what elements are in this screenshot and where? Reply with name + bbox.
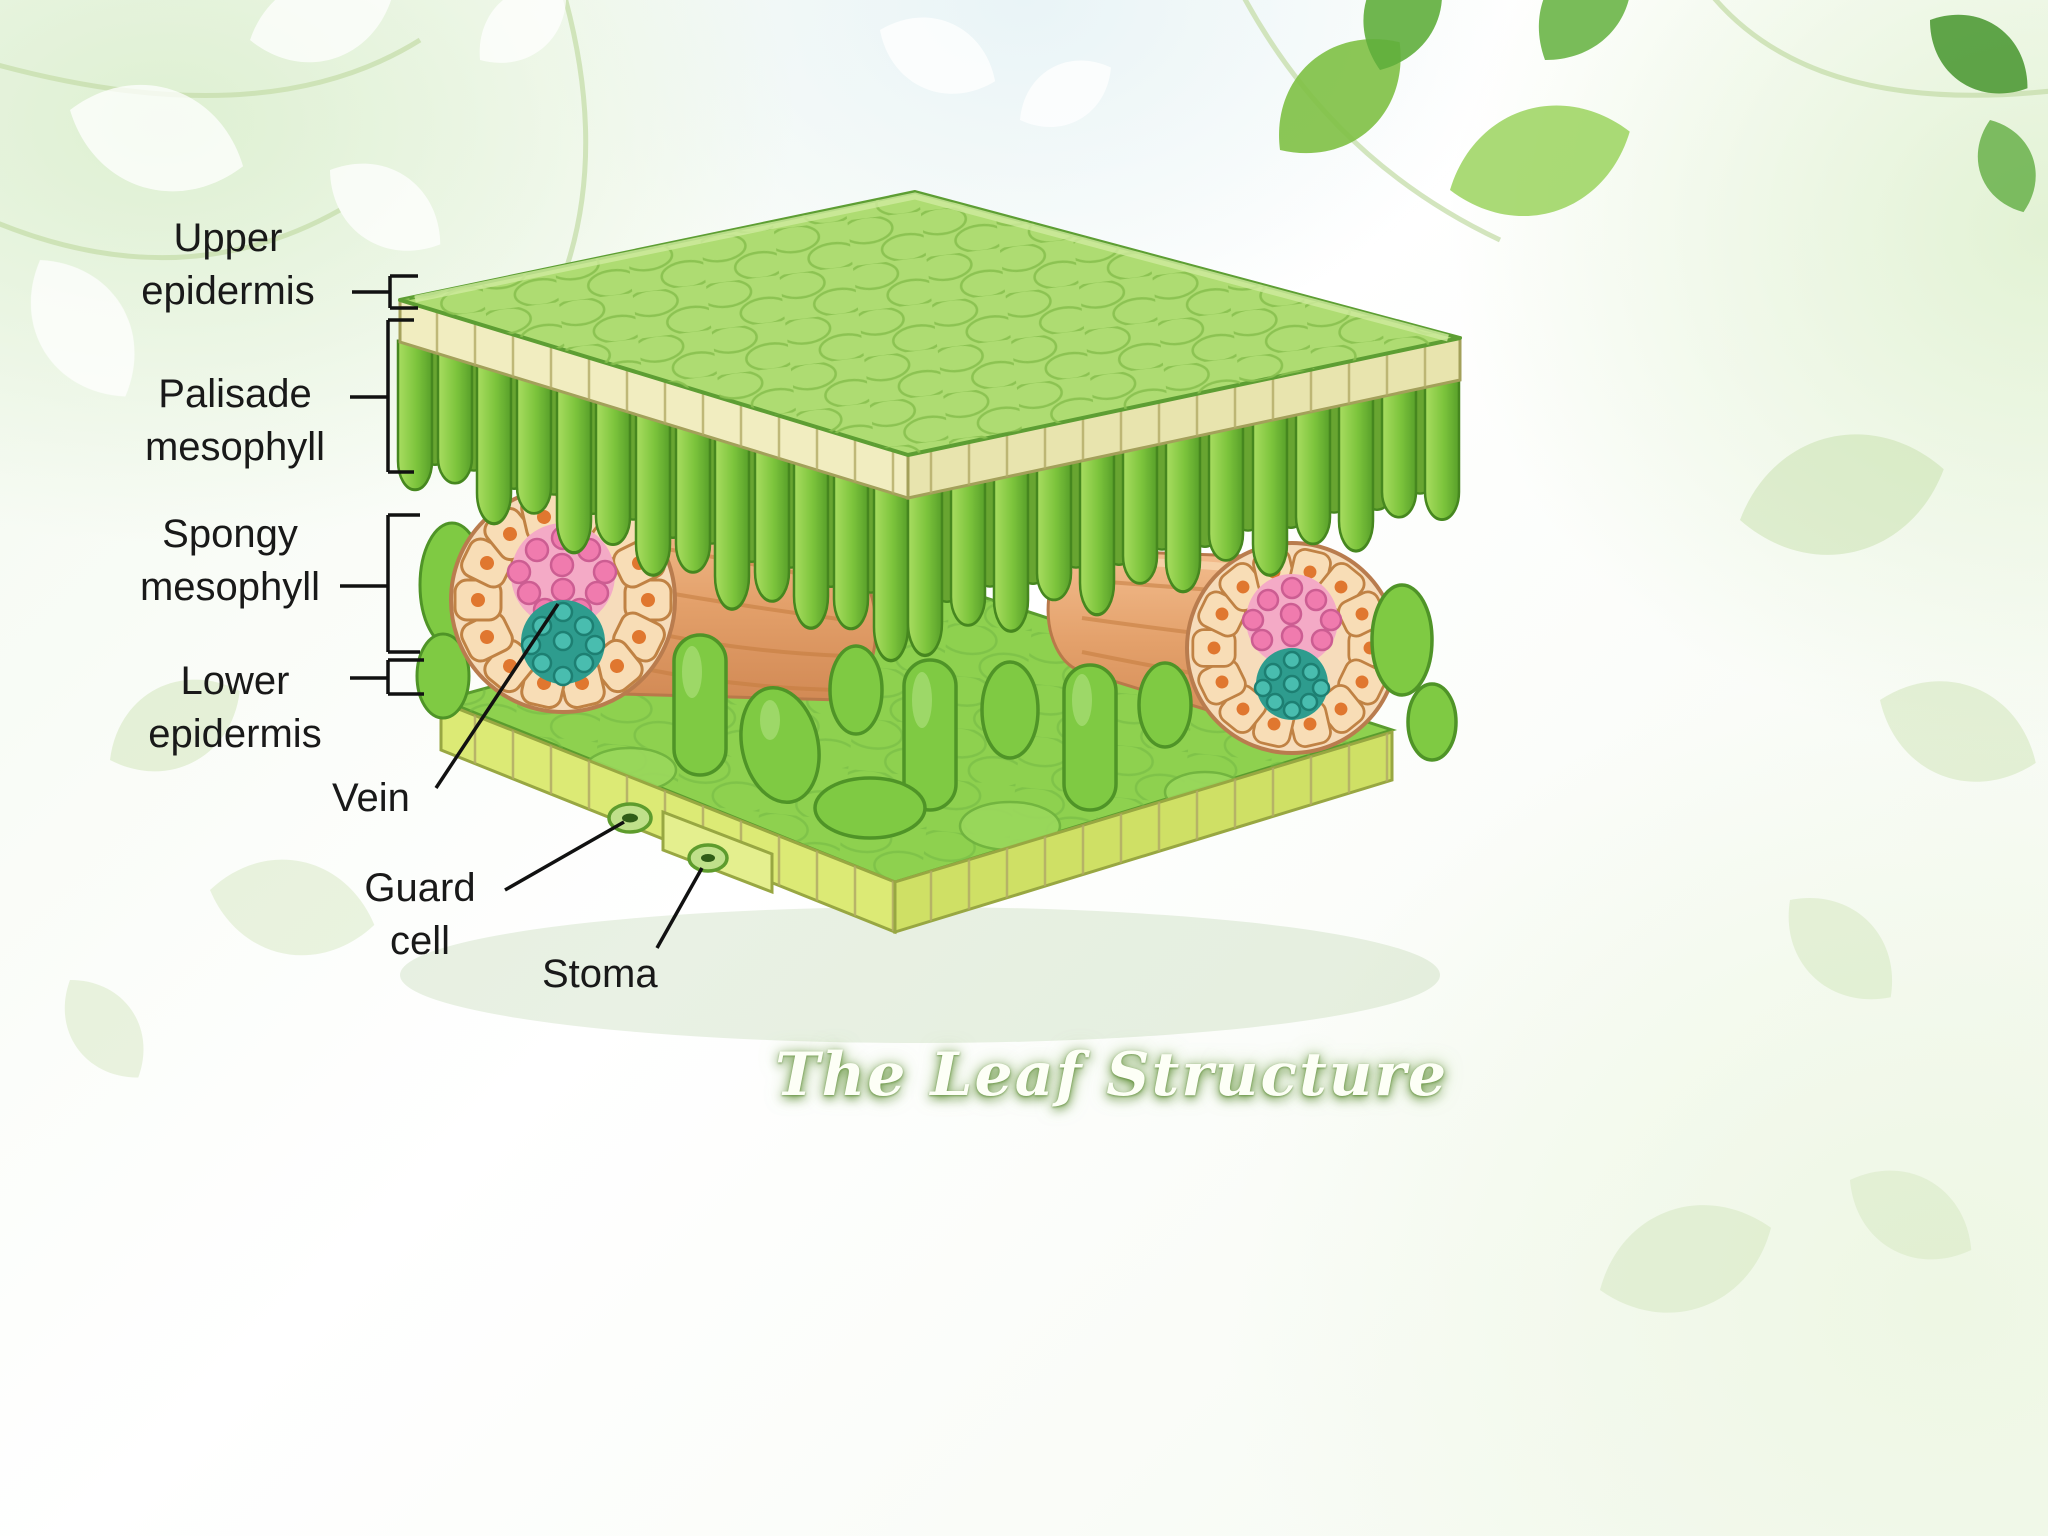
vein-left-phloem-teal xyxy=(520,600,606,687)
label-lines xyxy=(340,274,704,949)
spongy-pointer xyxy=(340,513,420,654)
branch-lines xyxy=(0,0,2048,332)
label-palisade-mesophyll: Palisade mesophyll xyxy=(144,372,326,469)
label-spongy-mesophyll: Spongy mesophyll xyxy=(139,512,321,609)
page-title: The Leaf Structure xyxy=(775,1040,1449,1110)
stoma-pointer xyxy=(655,867,704,949)
vein-right-phloem-teal xyxy=(1253,648,1331,720)
label-stoma: Stoma xyxy=(542,952,658,996)
palisade-pointer xyxy=(350,318,414,474)
label-upper-epidermis: Upper epidermis xyxy=(141,216,315,313)
spongy-highlights xyxy=(682,646,1092,740)
upper-epidermis-edge xyxy=(398,297,1462,501)
lower-epidermis-edge xyxy=(439,699,1394,935)
vein-pointer xyxy=(434,603,560,789)
guard-cell-pointer xyxy=(504,820,625,892)
upper-epidermis-top xyxy=(398,190,1462,457)
vein-right-xylem-pink xyxy=(1241,574,1343,666)
lower-epidermis-pointer xyxy=(350,658,424,696)
upper-epidermis-pointer xyxy=(352,274,418,310)
label-lower-epidermis: Lower epidermis xyxy=(148,659,322,756)
stoma xyxy=(687,843,729,873)
label-vein: Vein xyxy=(332,776,410,820)
label-guard-cell: Guard cell xyxy=(364,866,476,963)
